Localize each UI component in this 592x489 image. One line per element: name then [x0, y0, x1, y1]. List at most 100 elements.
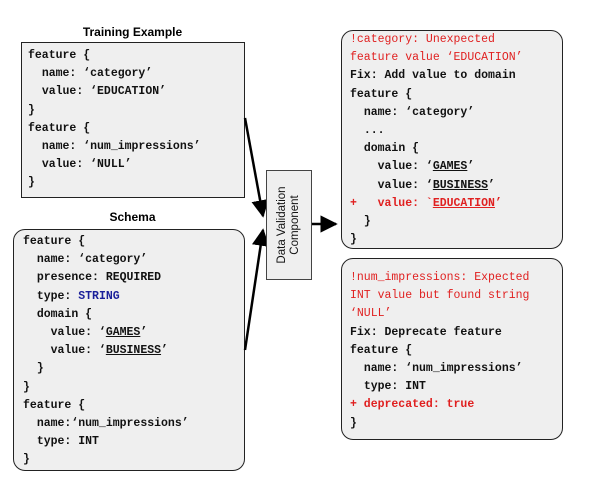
- code-line: name: ‘category’: [23, 251, 244, 269]
- code-token: feature {: [28, 49, 91, 62]
- code-token: ’: [140, 326, 148, 340]
- code-line: value: ‘NULL’: [28, 156, 244, 174]
- code-line: name: ‘category’: [350, 104, 562, 122]
- code-token: domain {: [363, 142, 420, 156]
- code-token: BUSINESS: [432, 178, 489, 192]
- code-token: ‘NULL’: [350, 307, 392, 321]
- code-line: !num_impressions: Expected: [350, 269, 562, 287]
- code-token: ’: [488, 178, 495, 192]
- code-token: }: [350, 233, 357, 247]
- code-token: Fix: Add value to domain: [350, 69, 516, 83]
- code-line: }: [23, 379, 244, 397]
- code-line: INT value but found string: [350, 287, 562, 305]
- code-line: Fix: Deprecate feature: [350, 324, 562, 342]
- code-token: }: [28, 176, 35, 190]
- code-line: feature {: [28, 47, 244, 65]
- code-line: }: [350, 415, 562, 433]
- code-token: !num_impressions: Expected: [350, 271, 530, 284]
- code-token: presence: REQUIRED: [36, 271, 162, 285]
- code-line: value: ‘BUSINESS’: [23, 342, 244, 360]
- code-token: }: [363, 215, 371, 229]
- code-token: }: [36, 362, 44, 376]
- code-token: GAMES: [105, 326, 141, 340]
- code-token: feature {: [23, 398, 86, 412]
- code-line: feature {: [28, 120, 244, 138]
- schema-title: Schema: [109, 210, 156, 224]
- code-line: type: STRING: [23, 288, 244, 306]
- code-line: }: [350, 231, 562, 249]
- code-line: feature {: [350, 342, 562, 360]
- code-line: !category: Unexpected: [350, 31, 562, 49]
- code-token: name: ‘num_impressions’: [363, 362, 523, 376]
- code-token: value: ‘EDUCATION’: [41, 85, 167, 99]
- schema-code: feature { name: ‘category’ presence: REQ…: [14, 230, 244, 470]
- code-token: ’: [494, 196, 502, 210]
- schema-box: feature { name: ‘category’ presence: REQ…: [13, 229, 245, 471]
- code-line: + value: `EDUCATION’: [350, 195, 562, 213]
- code-line: name: ‘num_impressions’: [28, 138, 244, 156]
- code-line: name: ‘category’: [28, 65, 244, 83]
- code-line: type: INT: [23, 433, 244, 451]
- code-token: BUSINESS: [105, 344, 162, 358]
- training-to-component-arrow: [243, 117, 269, 218]
- code-line: + deprecated: true: [350, 396, 562, 414]
- code-token: STRING: [78, 289, 120, 303]
- code-line: }: [23, 451, 244, 469]
- code-token: EDUCATION: [432, 196, 495, 210]
- training-example-box: feature { name: ‘category’ value: ‘EDUCA…: [21, 42, 245, 198]
- code-line: ‘NULL’: [350, 305, 562, 323]
- code-token: value: ‘: [377, 160, 433, 174]
- code-line: presence: REQUIRED: [23, 269, 244, 287]
- code-token: feature {: [28, 121, 91, 135]
- component-label-line2: Component: [289, 195, 301, 255]
- code-line: value: ‘GAMES’: [23, 324, 244, 342]
- code-token: + value: `: [350, 196, 433, 210]
- code-token: Fix: Deprecate feature: [350, 325, 502, 339]
- code-token: value: ‘: [50, 344, 106, 358]
- code-line: }: [350, 213, 562, 231]
- code-line: name:‘num_impressions’: [23, 415, 244, 433]
- component-label-line1: Data Validation: [276, 186, 288, 264]
- code-token: feature {: [23, 235, 86, 248]
- code-token: value: ‘: [50, 326, 106, 340]
- code-line: value: ‘GAMES’: [350, 158, 562, 176]
- code-line: feature {: [350, 86, 562, 104]
- code-line: }: [28, 102, 244, 120]
- training-example-code: feature { name: ‘category’ value: ‘EDUCA…: [22, 43, 244, 193]
- code-token: + deprecated: true: [350, 398, 475, 412]
- code-token: ’: [467, 160, 475, 174]
- code-line: feature {: [23, 397, 244, 415]
- code-token: !category: Unexpected: [350, 33, 495, 46]
- code-token: ...: [363, 124, 385, 138]
- training-example-title: Training Example: [82, 25, 183, 39]
- code-line: name: ‘num_impressions’: [350, 360, 562, 378]
- code-line: }: [28, 174, 244, 192]
- code-line: ...: [350, 122, 562, 140]
- code-line: domain {: [350, 140, 562, 158]
- code-line: feature {: [23, 233, 244, 251]
- code-token: value: ‘: [377, 178, 433, 192]
- code-token: }: [28, 103, 35, 117]
- code-token: ’: [161, 344, 168, 358]
- code-line: value: ‘BUSINESS’: [350, 177, 562, 195]
- code-line: }: [23, 360, 244, 378]
- code-token: name: ‘category’: [36, 253, 148, 267]
- code-token: type: INT: [363, 380, 426, 394]
- code-token: INT value but found string: [350, 289, 530, 303]
- code-token: name: ‘category’: [41, 67, 153, 81]
- data-validation-component-box: Data Validation Component: [266, 170, 312, 280]
- code-line: Fix: Add value to domain: [350, 67, 562, 85]
- code-token: name: ‘category’: [363, 105, 475, 119]
- code-token: }: [350, 416, 357, 430]
- code-token: }: [23, 453, 30, 467]
- code-token: name: ‘num_impressions’: [41, 140, 201, 154]
- code-token: domain {: [36, 307, 93, 321]
- code-token: }: [23, 380, 30, 394]
- code-line: type: INT: [350, 378, 562, 396]
- code-line: domain {: [23, 306, 244, 324]
